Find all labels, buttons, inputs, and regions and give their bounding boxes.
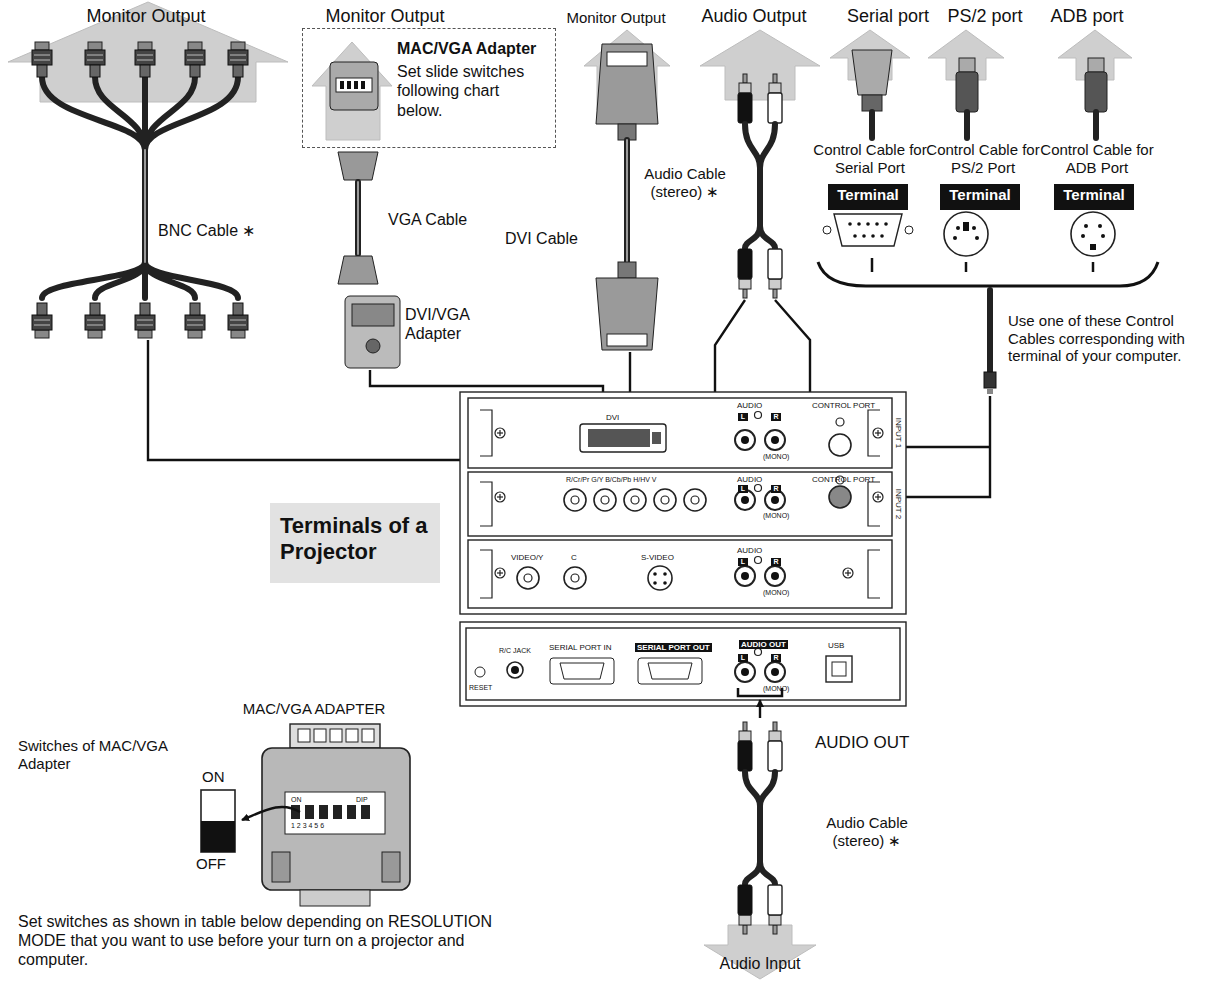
diagram-label: BNC Cable ∗ [158,222,270,241]
diagram-label: Control Cable for PS/2 Port [925,141,1041,176]
diagram-label: L [738,413,748,421]
diagram-label: Audio Input [690,955,830,974]
diagram-label: R/C JACK [499,647,531,655]
diagram-label: R/Cr/Pr G/Y B/Cb/Pb H/HV V [566,476,657,484]
diagram-label: ON [291,796,302,804]
diagram-label: DIP [356,796,368,804]
diagram-label: Control Cable for ADB Port [1040,141,1154,176]
diagram-label: USB [828,641,844,650]
diagram-label: L [738,654,748,662]
diagram-label: CONTROL PORT [812,401,875,410]
diagram-label: Audio Cable (stereo) ∗ [636,165,734,200]
diagram-label: R [771,413,781,421]
diagram-label: Use one of these Control Cables correspo… [1008,312,1216,365]
diagram-label: Monitor Output [305,6,465,27]
diagram-label: MAC/VGA ADAPTER [226,700,402,718]
diagram-label: CONTROL PORT [812,475,875,484]
diagram-label: Monitor Output [553,9,679,27]
diagram-label: VIDEO/Y [511,553,543,562]
terminal-tag: Terminal [828,184,908,210]
node-heading: Terminal [832,186,904,204]
diagram-label: 1 2 3 4 5 6 [291,822,324,830]
diagram-label: Switches of MAC/VGA Adapter [18,737,188,772]
node-heading: Terminal [1058,186,1130,204]
diagram-label: SERIAL PORT IN [549,643,612,652]
diagram-label: SERIAL PORT OUT [635,643,712,652]
node-heading: MAC/VGA Adapter [397,39,549,58]
diagram-label: (MONO) [763,685,789,693]
diagram-label: Audio Cable (stereo) ∗ [812,814,922,849]
diagram-label: C [571,553,577,562]
diagram-label: (MONO) [763,589,789,597]
diagram-label: R [771,485,781,493]
diagram-label: AUDIO [737,546,762,555]
diagram-label: AUDIO OUT [815,733,935,753]
diagram-label: ADB port [1040,6,1134,27]
terminal-tag: Terminal [940,184,1020,210]
diagram-label: ON [202,768,238,786]
diagram-label: Set switches as shown in table below dep… [18,913,496,970]
diagram-label: Monitor Output [75,6,217,27]
diagram-label: R [771,654,781,662]
diagram-label: Serial port [834,6,942,27]
diagram-label: OFF [196,855,236,873]
diagram-label: Audio Output [688,6,820,27]
diagram-label: AUDIO [737,401,762,410]
diagram-label: VGA Cable [388,211,488,230]
node-body: Set slide switches following chart below… [397,62,549,120]
diagram-label: L [738,485,748,493]
node-heading: Terminal [944,186,1016,204]
diagram-label: S-VIDEO [641,553,674,562]
diagram-label: DVI Cable [505,230,600,249]
diagram-label: AUDIO OUT [739,640,788,649]
diagram-label: PS/2 port [938,6,1032,27]
diagram-label: INPUT 2 [893,487,902,522]
diagram-label: RESET [469,684,492,692]
terminal-tag: Terminal [1054,184,1134,210]
diagram-label: DVI/VGA Adapter [405,306,485,344]
diagram-label: Control Cable for Serial Port [808,141,932,176]
note-box: MAC/VGA AdapterSet slide switches follow… [302,28,556,148]
diagram-label: R [771,558,781,566]
diagram-label: (MONO) [763,453,789,461]
title-band: Terminals of a Projector [270,503,440,583]
node-heading: Terminals of a Projector [280,513,430,566]
diagram-label: L [738,558,748,566]
diagram-label: DVI [606,413,619,422]
diagram-label: AUDIO [737,475,762,484]
diagram-label: INPUT 1 [893,416,902,451]
diagram-label: (MONO) [763,512,789,520]
